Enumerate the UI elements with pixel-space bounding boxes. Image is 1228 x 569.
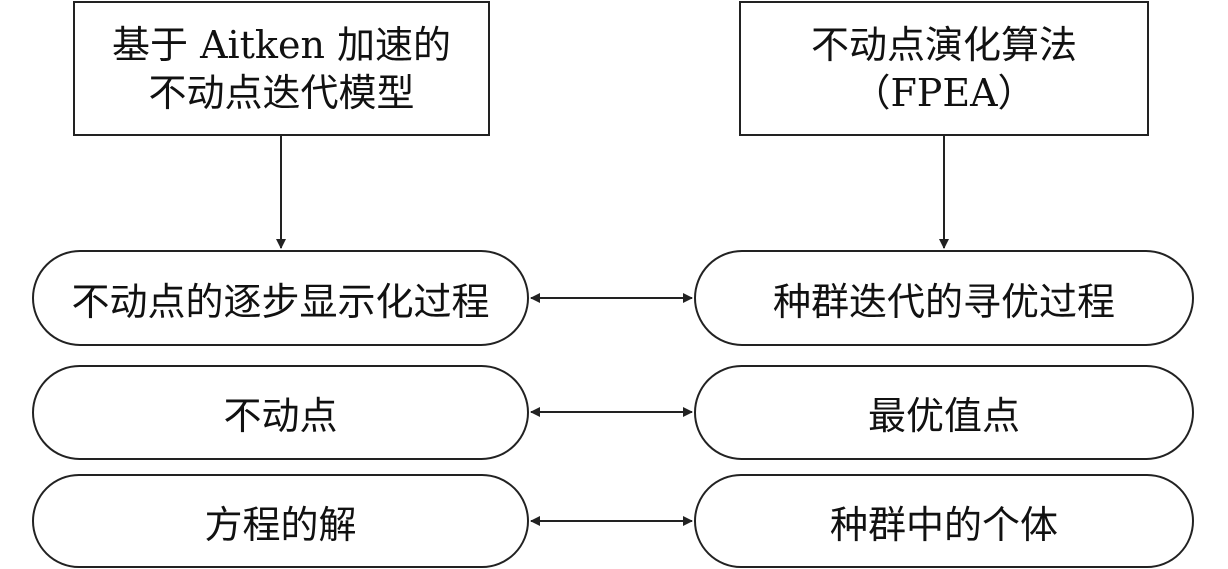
right-header-line2: （FPEA） — [852, 70, 1036, 115]
right-header-box: 不动点演化算法 （FPEA） — [739, 1, 1149, 136]
left-header-line2: 不动点迭代模型 — [148, 70, 415, 115]
row2-left-node: 不动点 — [32, 365, 529, 460]
row3-right-node: 种群中的个体 — [694, 474, 1194, 568]
row1-left-node: 不动点的逐步显示化过程 — [32, 250, 529, 346]
left-header-box: 基于 Aitken 加速的 不动点迭代模型 — [73, 1, 490, 136]
row1-right-node: 种群迭代的寻优过程 — [694, 250, 1194, 346]
left-header-line1: 基于 Aitken 加速的 — [111, 22, 451, 67]
right-header-line1: 不动点演化算法 — [810, 22, 1077, 67]
row3-left-node: 方程的解 — [32, 474, 529, 568]
row2-right-node: 最优值点 — [694, 365, 1194, 460]
